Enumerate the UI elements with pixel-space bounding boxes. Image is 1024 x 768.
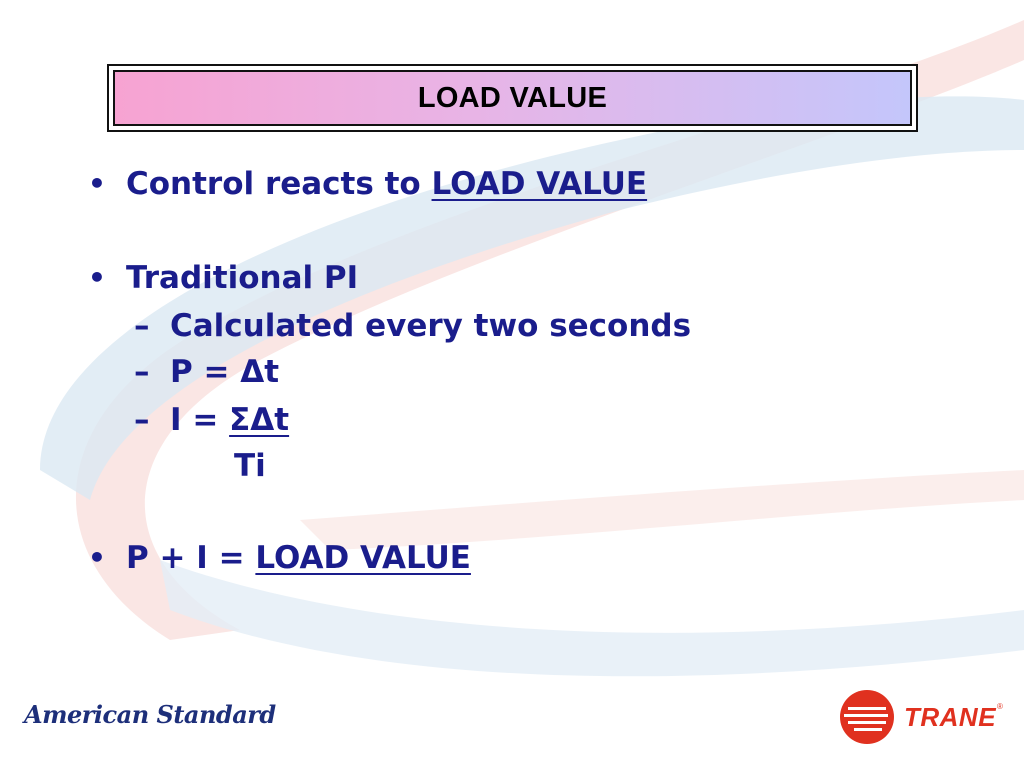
load-value-emphasis: LOAD VALUE: [255, 540, 471, 576]
american-standard-logo: American Standard: [24, 700, 276, 729]
registered-mark: ®: [997, 702, 1003, 711]
sub-item-i-equation: I = ΣΔt: [170, 402, 289, 438]
bullet-marker: •: [88, 261, 106, 294]
sub-item-p-equation: P = Δt: [170, 354, 280, 390]
bullet-p-plus-i: P + I = LOAD VALUE: [126, 540, 471, 576]
i-equation-numerator: ΣΔt: [229, 402, 290, 438]
trane-circle-icon: [840, 690, 894, 744]
i-equation-prefix: I =: [170, 402, 230, 438]
bullet-marker: •: [88, 167, 106, 200]
i-equation-denominator: Ti: [234, 448, 266, 484]
bullet-marker: •: [88, 541, 106, 574]
bullet-traditional-pi: Traditional PI: [126, 260, 359, 296]
bullet-text: P + I =: [126, 540, 256, 576]
dash-marker: –: [134, 402, 150, 438]
title-band: LOAD VALUE: [113, 70, 912, 126]
sub-item-calculated: Calculated every two seconds: [170, 308, 692, 344]
bullet-text: Control reacts to: [126, 166, 432, 202]
trane-logo: TRANE ®: [838, 688, 1008, 748]
load-value-emphasis: LOAD VALUE: [431, 166, 648, 202]
title-box: LOAD VALUE: [107, 64, 918, 132]
dash-marker: –: [134, 354, 150, 390]
bullet-control-reacts: Control reacts to LOAD VALUE: [126, 166, 647, 202]
trane-wordmark: TRANE: [904, 702, 997, 732]
dash-marker: –: [134, 308, 150, 344]
slide-title: LOAD VALUE: [417, 81, 608, 114]
